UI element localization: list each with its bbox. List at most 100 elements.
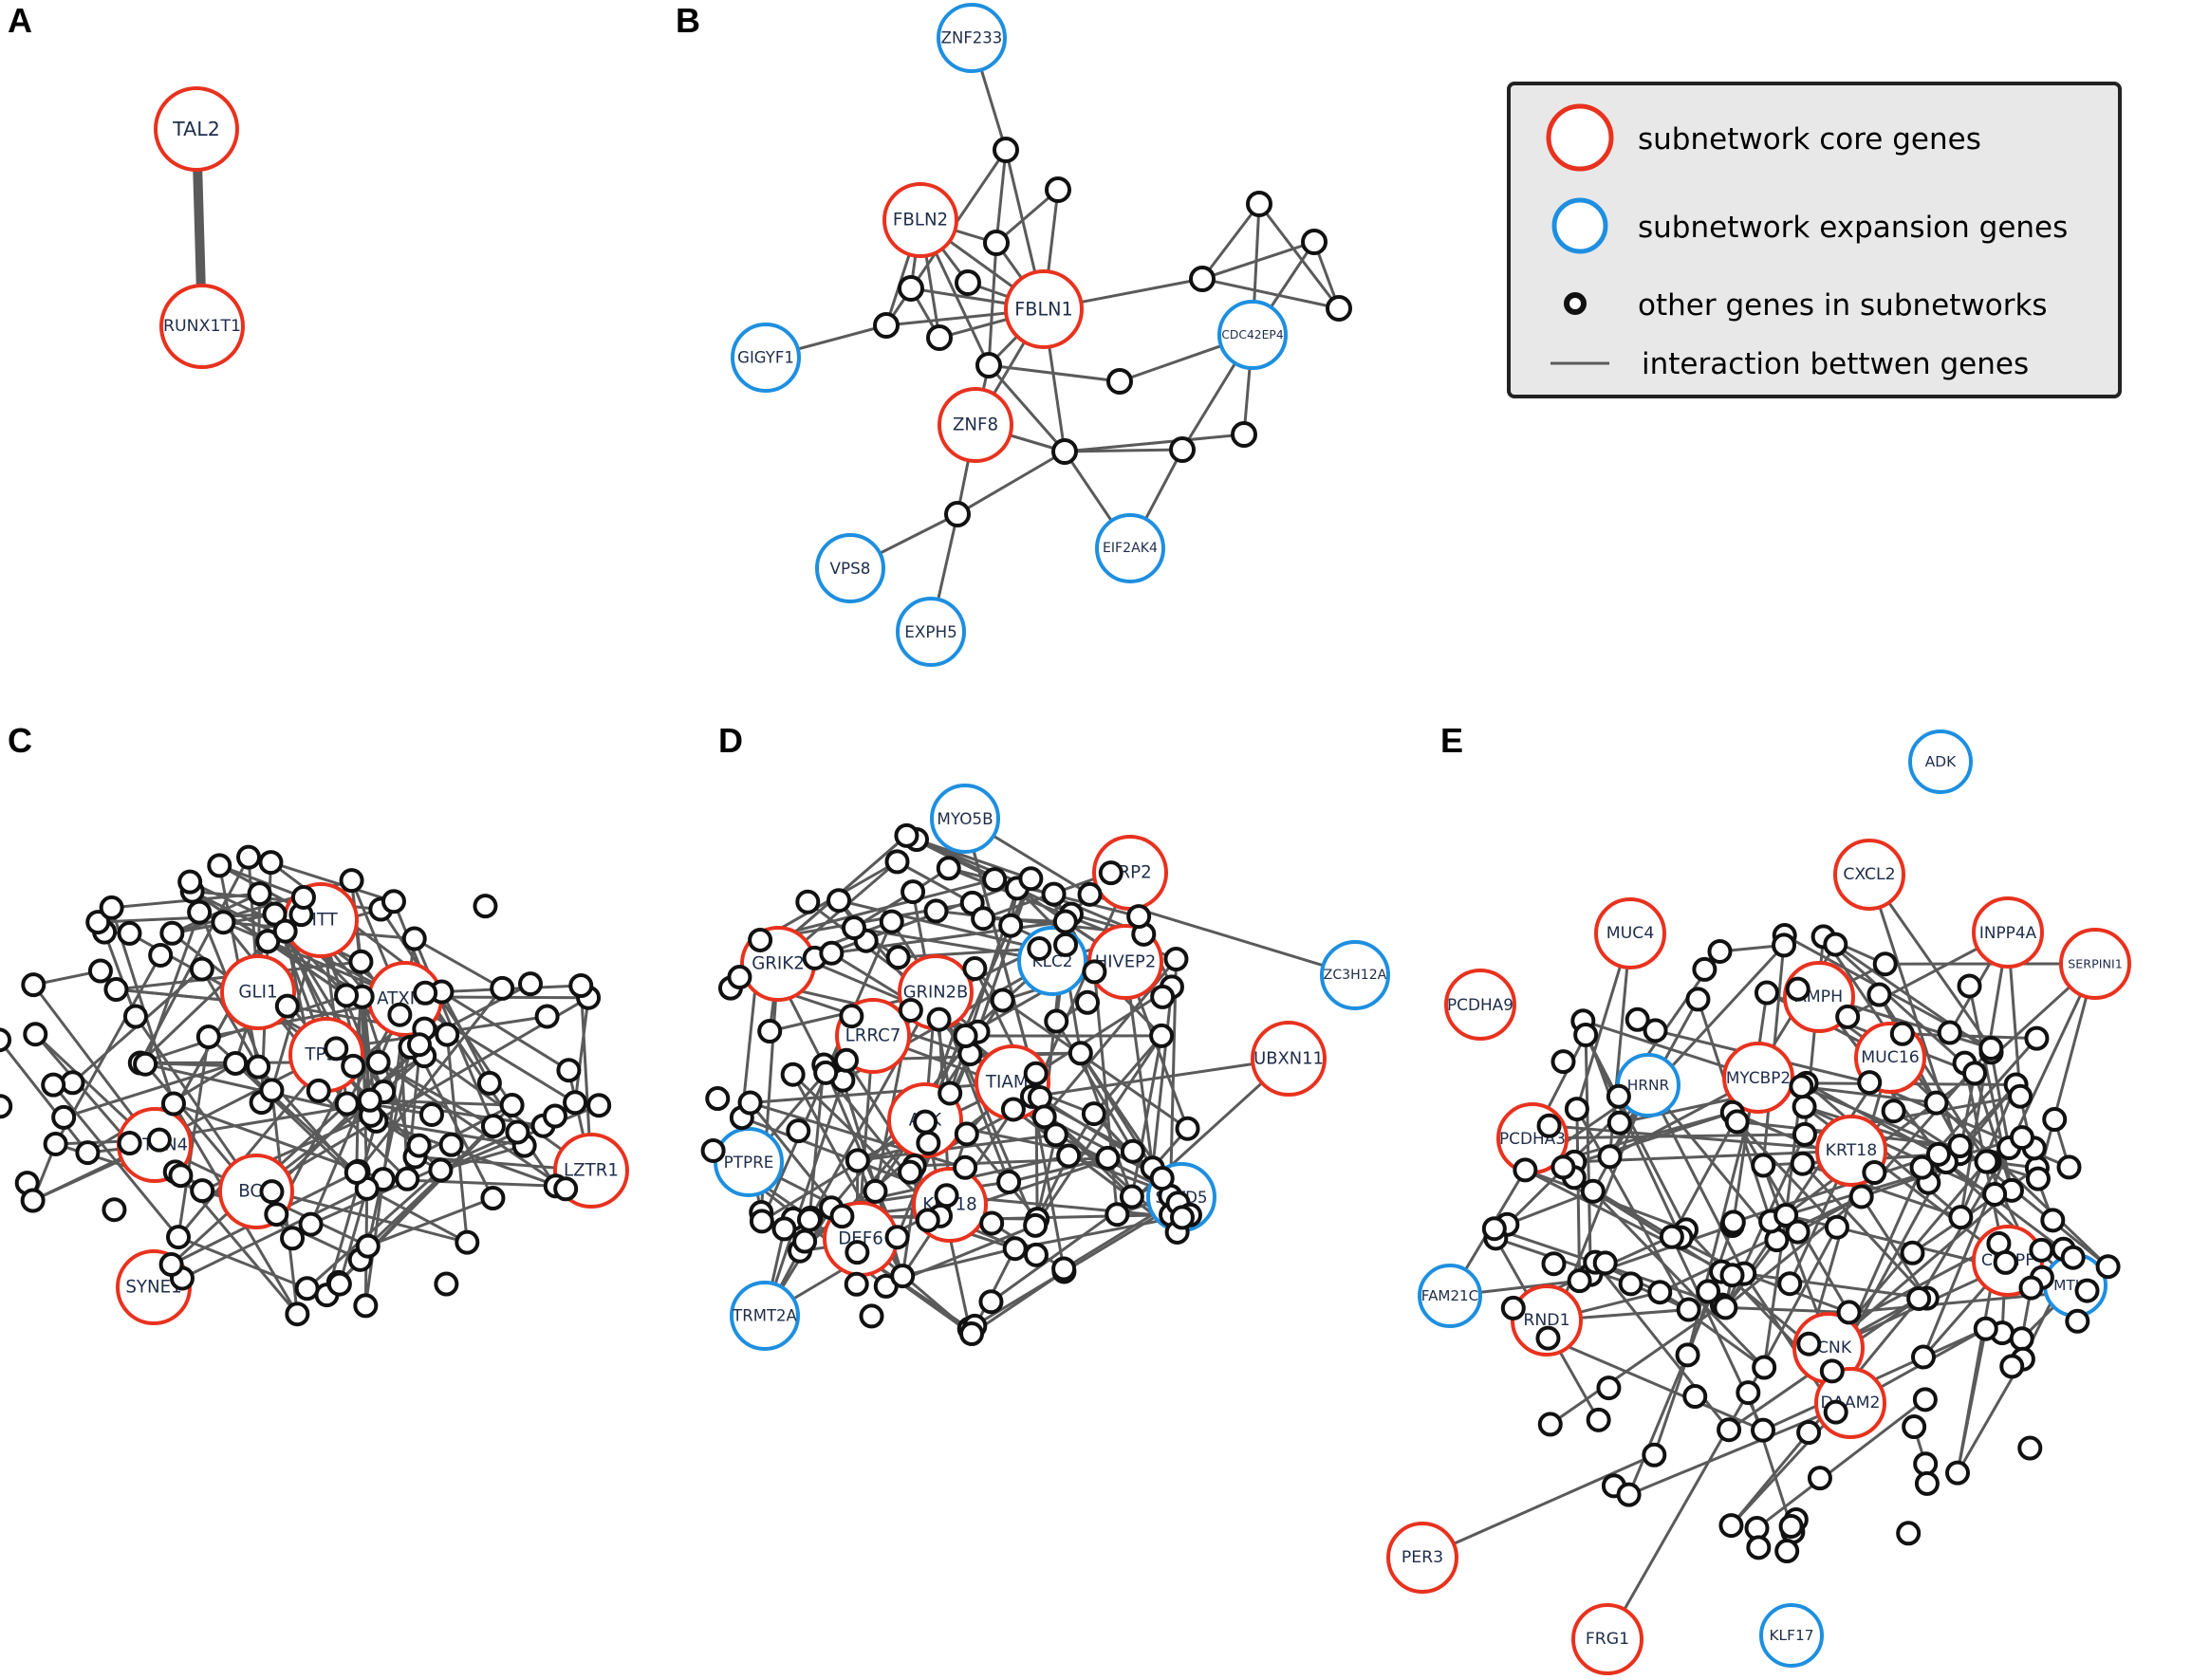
gene-node-rnd1: [1511, 1284, 1583, 1357]
gene-node-other: [926, 324, 953, 351]
gene-node-other: [534, 1004, 560, 1029]
gene-node-other: [2074, 1278, 2100, 1303]
gene-node-ubxn11: [1251, 1021, 1327, 1097]
gene-node-other: [953, 1154, 978, 1180]
gene-node-other: [1541, 1251, 1567, 1277]
interaction-edge: [176, 1036, 211, 1238]
gene-label-mycbp2: MYCBP2: [1726, 1068, 1791, 1087]
gene-node-eif2ak4: [1095, 513, 1165, 583]
legend-core-symbol: [1546, 103, 1614, 172]
gene-node-other: [983, 230, 1010, 256]
interaction-edge: [808, 991, 938, 1219]
gene-node-other: [1957, 973, 1982, 999]
gene-node-other: [1051, 1256, 1077, 1282]
gene-label-lztr1: LZTR1: [564, 1161, 619, 1181]
gene-node-other: [341, 1053, 366, 1079]
interaction-edge: [309, 998, 407, 1226]
gene-node-other: [901, 879, 926, 905]
gene-node-other: [1796, 1420, 1822, 1446]
gene-node-other: [20, 1188, 46, 1213]
gene-label-znf233: ZNF233: [941, 29, 1003, 47]
interaction-edge: [377, 1061, 567, 1191]
gene-node-other: [859, 1303, 884, 1329]
gene-node-other: [1807, 1466, 1832, 1491]
gene-node-other: [795, 889, 821, 914]
gene-node-other: [944, 501, 971, 527]
gene-node-other: [1823, 932, 1848, 957]
gene-node-other: [1774, 1539, 1800, 1564]
gene-node-other: [480, 1114, 506, 1139]
gene-node-other: [1754, 980, 1779, 1006]
interaction-edge: [995, 188, 1059, 245]
gene-node-other: [146, 1127, 172, 1153]
gene-node-other: [381, 889, 406, 914]
gene-node-other: [455, 1229, 480, 1255]
gene-node-other: [1052, 909, 1078, 934]
gene-node-other: [916, 1130, 941, 1155]
interaction-edge: [325, 1120, 378, 1296]
gene-node-other: [290, 884, 316, 910]
gene-node-other: [23, 1022, 48, 1047]
gene-label-fbln1: FBLN1: [1014, 299, 1072, 321]
interaction-edge: [896, 860, 974, 905]
gene-node-other: [1778, 1513, 1804, 1539]
gene-node-other: [819, 940, 845, 966]
interaction-edge: [1659, 1195, 1863, 1294]
interaction-edge: [1421, 1453, 1655, 1560]
gene-node-other: [879, 909, 904, 934]
gene-node-other: [1535, 1325, 1561, 1351]
gene-node-other: [1580, 1178, 1606, 1204]
gene-node-other: [1119, 1184, 1144, 1209]
gene-node-other: [563, 1090, 588, 1116]
gene-node-other: [1642, 1442, 1667, 1468]
gene-node-other: [1923, 1090, 1949, 1116]
gene-node-other: [780, 1062, 806, 1087]
interaction-edge: [52, 1083, 180, 1239]
gene-node-other: [168, 1163, 194, 1189]
gene-node-other: [1720, 1209, 1746, 1235]
gene-node-other: [1023, 1242, 1049, 1267]
gene-node-other: [1978, 1035, 2004, 1061]
gene-node-other: [1835, 1004, 1861, 1029]
gene-node-vps8: [815, 533, 885, 603]
gene-node-other: [705, 1086, 731, 1112]
interaction-edge: [1064, 448, 1183, 453]
gene-node-runx1t1: [159, 284, 245, 369]
gene-label-klf17: KLF17: [1769, 1627, 1813, 1644]
gene-node-other: [1947, 1133, 1973, 1158]
gene-node-other: [1819, 1358, 1845, 1384]
gene-node-other: [1790, 1151, 1815, 1176]
gene-node-other: [117, 920, 142, 946]
legend-other-label: other genes in subnetworks: [1638, 288, 2048, 323]
interaction-edge: [1575, 1108, 1690, 1311]
gene-node-other: [1043, 1122, 1068, 1148]
gene-node-other: [505, 1119, 530, 1145]
gene-node-other: [1718, 1513, 1744, 1539]
gene-label-fam21c: FAM21C: [1421, 1287, 1478, 1304]
interaction-edge: [994, 149, 1008, 244]
gene-node-other: [971, 906, 996, 932]
gene-node-other: [1126, 904, 1152, 930]
interaction-edge: [1034, 986, 1173, 1075]
gene-node-other: [103, 977, 129, 1003]
gene-node-other: [255, 929, 281, 954]
gene-node-other: [294, 1276, 320, 1302]
gene-node-other: [1773, 1202, 1799, 1228]
interaction-edge: [1646, 1084, 1746, 1275]
gene-label-runx1t1: RUNX1T1: [163, 317, 241, 336]
gene-node-serpini1: [2059, 928, 2131, 1000]
gene-node-other: [1643, 1018, 1668, 1043]
gene-node-other: [863, 1178, 888, 1204]
gene-node-other: [890, 1264, 916, 1289]
interaction-edge: [987, 242, 998, 366]
interaction-edge: [357, 987, 504, 1172]
gene-node-other: [1717, 1417, 1742, 1443]
interaction-edge: [440, 990, 492, 1084]
gene-node-other: [1685, 987, 1711, 1012]
gene-node-other: [413, 980, 438, 1006]
gene-node-other: [796, 1207, 822, 1232]
gene-node-other: [845, 1148, 870, 1173]
